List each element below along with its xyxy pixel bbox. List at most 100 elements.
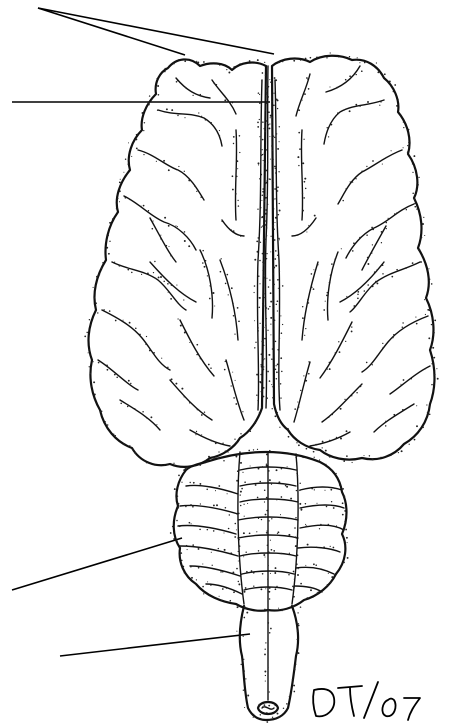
stipple-dot [232, 372, 233, 373]
stipple-dot [367, 101, 369, 103]
stipple-dot [367, 284, 369, 286]
stipple-dot [270, 324, 271, 325]
stipple-dot [292, 586, 293, 587]
stipple-dot [136, 134, 138, 136]
stipple-dot [266, 318, 267, 319]
stipple-dot [91, 386, 92, 387]
stipple-dot [412, 262, 414, 264]
stipple-dot [269, 498, 270, 499]
stipple-dot [129, 445, 130, 446]
stipple-dot [273, 273, 274, 274]
stipple-dot [238, 320, 240, 322]
stipple-dot [259, 94, 260, 95]
stipple-dot [266, 149, 267, 150]
stipple-dot [357, 291, 359, 293]
stipple-dot [346, 455, 348, 457]
stipple-dot [345, 341, 346, 342]
stipple-dot [243, 617, 245, 619]
stipple-dot [164, 71, 165, 72]
stipple-dot [266, 712, 267, 713]
stipple-dot [414, 203, 415, 204]
stipple-dot [174, 488, 176, 490]
stipple-dot [315, 444, 317, 446]
stipple-dot [336, 87, 338, 89]
stipple-dot [345, 188, 347, 190]
stipple-dot [177, 226, 178, 227]
left-sulci [98, 78, 244, 446]
stipple-dot [142, 411, 144, 413]
stipple-dot [143, 205, 145, 207]
stipple-dot [334, 487, 335, 488]
stipple-dot [382, 264, 384, 266]
stipple-dot [289, 696, 291, 698]
stipple-dot [225, 450, 227, 452]
stipple-dot [219, 64, 220, 65]
stipple-dot [281, 332, 283, 334]
stipple-dot [340, 408, 342, 410]
stipple-dot [240, 494, 241, 495]
stipple-dot [211, 122, 212, 123]
stipple-dot [175, 383, 177, 385]
stipple-dot [277, 412, 278, 413]
stipple-dot [218, 548, 219, 549]
stipple-dot [278, 214, 279, 215]
stipple-dot [276, 469, 278, 471]
stipple-dot [89, 319, 90, 320]
stipple-dot [156, 161, 157, 162]
stipple-dot [198, 112, 199, 113]
stipple-dot [264, 338, 266, 340]
stipple-dot [280, 383, 281, 384]
stipple-dot [393, 414, 395, 416]
stipple-dot [391, 276, 393, 278]
stipple-dot [274, 705, 275, 706]
stipple-dot [278, 716, 280, 718]
stipple-dot [257, 209, 258, 210]
stipple-dot [206, 489, 208, 491]
stipple-dot [327, 369, 328, 370]
stipple-dot [405, 267, 407, 269]
stipple-dot [196, 354, 197, 355]
stipple-dot [302, 317, 304, 319]
stipple-dot [393, 91, 394, 92]
stipple-dot [267, 622, 269, 624]
stipple-dot [257, 400, 258, 401]
stipple-dot [264, 62, 265, 63]
stipple-dot [299, 503, 301, 505]
stipple-dot [112, 218, 114, 220]
stipple-dot [262, 573, 264, 575]
stipple-dot [295, 457, 296, 458]
stipple-dot [163, 160, 165, 162]
stipple-dot [300, 606, 302, 608]
stipple-dot [205, 119, 207, 121]
stipple-dot [239, 63, 240, 64]
stipple-dot [372, 459, 374, 461]
stipple-dot [263, 366, 264, 367]
stipple-dot [414, 198, 416, 200]
stipple-dot [277, 148, 279, 150]
stipple-dot [319, 459, 320, 460]
stipple-dot [314, 489, 315, 490]
stipple-dot [257, 122, 259, 124]
stipple-dot [386, 222, 387, 223]
stipple-dot [153, 272, 154, 273]
stipple-dot [240, 236, 241, 237]
stipple-dot [260, 148, 261, 149]
stipple-dot [235, 193, 237, 195]
stipple-dot [265, 588, 266, 589]
stipple-dot [238, 583, 240, 585]
stipple-dot [264, 501, 265, 502]
stipple-dot [279, 239, 280, 240]
stipple-dot [271, 518, 272, 519]
stipple-dot [259, 260, 261, 262]
stipple-dot [237, 606, 239, 608]
stipple-dot [170, 255, 171, 256]
stipple-dot [274, 415, 276, 417]
stipple-dot [297, 554, 299, 556]
stipple-dot [266, 278, 267, 279]
stipple-dot [224, 369, 226, 371]
stipple-dot [412, 193, 414, 195]
stipple-dot [256, 241, 258, 243]
stipple-dot [107, 369, 109, 371]
stipple-dot [262, 121, 264, 123]
stipple-dot [200, 196, 202, 198]
